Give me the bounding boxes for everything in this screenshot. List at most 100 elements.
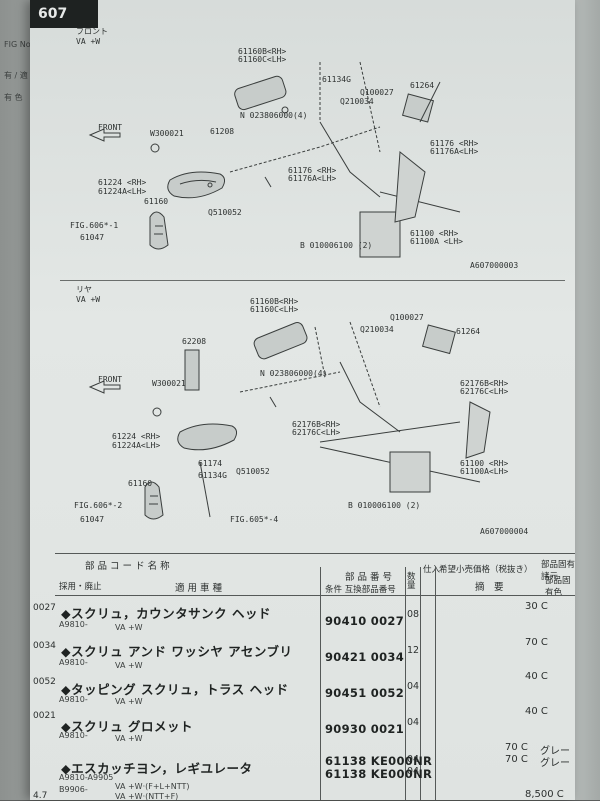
part-callout: Q100027 — [390, 313, 424, 322]
table-rule — [55, 553, 575, 554]
page-tab: 607 — [30, 0, 98, 28]
part-price: 70 C — [525, 637, 548, 648]
row-left-code: 0027 — [33, 603, 56, 613]
part-callout: B 010006100 (2) — [300, 241, 372, 250]
part-period: A9810- — [59, 620, 88, 629]
row-left-code: 0021 — [33, 711, 56, 721]
part-color: グレー — [540, 746, 570, 757]
part-callout: 62208 — [182, 337, 206, 346]
part-callout: 61176 <RH> — [430, 139, 478, 148]
part-callout: N 023806000(4) — [240, 111, 307, 120]
part-callout: 61208 — [210, 127, 234, 136]
part-callout: 61224 <RH> — [112, 432, 160, 441]
part-qty: 04 — [407, 754, 420, 765]
part-price: 70 C — [505, 742, 528, 753]
part-callout: 61100 <RH> — [460, 459, 508, 468]
rear-door-diagram: FRONT リヤ VA +W 61160B<RH> 61160C<LH> Q10… — [60, 282, 560, 544]
part-callout: 61160 — [128, 479, 152, 488]
part-callout: 62176C<LH> — [292, 428, 340, 437]
part-callout: W300021 — [150, 129, 184, 138]
part-applicable: VA +W·(NTT+F) — [115, 792, 179, 801]
header-buy: 仕入 — [423, 565, 441, 575]
part-qty: 04 — [407, 717, 420, 728]
part-callout: 61100 <RH> — [410, 229, 458, 238]
header-color2: 部品固有色 — [545, 576, 571, 598]
part-period: A9810- — [59, 731, 88, 740]
part-callout: 61224A<LH> — [112, 441, 160, 450]
header-qty: 数量 — [407, 572, 416, 591]
part-callout: 61174 — [198, 459, 222, 468]
part-price: 70 C — [505, 754, 528, 765]
part-callout: Q510052 — [236, 467, 270, 476]
part-period: A9810-A9905 — [59, 773, 114, 782]
part-callout: 61100A<LH> — [460, 467, 508, 476]
part-callout: 61160B<RH> — [238, 47, 286, 56]
header-color1: 部品固有諸元 — [541, 560, 576, 582]
part-callout: 61047 — [80, 233, 104, 242]
part-period: A9810- — [59, 658, 88, 667]
part-callout: 61264 — [456, 327, 480, 336]
part-callout: 61100A <LH> — [410, 237, 463, 246]
row-left-code: 0034 — [33, 641, 56, 651]
left-page-label: 有 色 — [4, 93, 23, 102]
row-left-code: 0052 — [33, 677, 56, 687]
part-qty: 08 — [407, 609, 420, 620]
part-name: ◆スクリュ グロメット — [61, 719, 193, 734]
part-name: ◆スクリュ アンド ワッシヤ アセンブリ — [61, 644, 293, 659]
header-part-no-sub: 条件 互換部品番号 — [325, 585, 396, 595]
part-callout: FIG.606*-1 — [70, 221, 118, 230]
part-number: 90930 0021 — [325, 722, 405, 736]
header-applicable: 適 用 車 種 — [175, 583, 223, 594]
part-period: A9810- — [59, 695, 88, 704]
part-number: 61138 KE000NR — [325, 767, 433, 781]
part-callout: 61176A<LH> — [430, 147, 478, 156]
part-number: 90410 0027 — [325, 614, 405, 628]
part-callout: 61134G — [198, 471, 227, 480]
part-applicable: VA +W — [115, 734, 143, 743]
part-price: 40 C — [525, 706, 548, 717]
part-callout: 61264 — [410, 81, 434, 90]
models-label: VA +W — [76, 295, 100, 304]
part-callout: 61160B<RH> — [250, 297, 298, 306]
part-callout: 61160C<LH> — [250, 305, 298, 314]
left-mark: 4.7 — [33, 791, 48, 801]
parts-table: 部 品 コ ー ド 名 称 採用・廃止 適 用 車 種 部 品 番 号 条件 互… — [33, 553, 576, 801]
table-rule — [435, 567, 436, 800]
front-arrow-icon — [88, 128, 121, 142]
header-summary: 摘 要 — [475, 582, 504, 593]
left-page-label: 有 / 適 — [4, 71, 28, 80]
part-applicable: VA +W — [115, 661, 143, 670]
catalog-page — [30, 0, 575, 800]
direction-label: リヤ — [76, 285, 92, 294]
part-callout: 62176B<RH> — [292, 420, 340, 429]
left-page-label: FIG No. — [4, 40, 33, 49]
rear-door-exploded-view: FRONT リヤ VA +W 61160B<RH> 61160C<LH> Q10… — [74, 285, 528, 536]
figure-id: A607000004 — [480, 527, 528, 536]
part-name: ◆スクリュ，カウンタサンク ヘッド — [61, 606, 271, 621]
table-rule — [420, 567, 421, 800]
part-callout: W300021 — [152, 379, 186, 388]
part-number: 61138 KE000NR — [325, 754, 433, 768]
part-callout: B 010006100 (2) — [348, 501, 420, 510]
part-qty: 04 — [407, 766, 420, 777]
part-callout: 61176A<LH> — [288, 174, 336, 183]
front-door-diagram: FRONT フロント VA +W 61160B<RH> 61160C<LH> 6… — [60, 22, 560, 280]
part-name: ◆エスカッチヨン，レギユレータ — [61, 761, 253, 776]
front-label: FRONT — [98, 123, 122, 132]
part-callout: 61176 <RH> — [288, 166, 336, 175]
part-applicable: VA +W — [115, 697, 143, 706]
figure-divider — [60, 280, 565, 281]
part-callout: 61134G — [322, 75, 351, 84]
front-arrow-icon — [88, 380, 121, 394]
part-callout: Q210034 — [340, 97, 374, 106]
part-callout: 61160 — [144, 197, 168, 206]
header-parts-code-name: 部 品 コ ー ド 名 称 — [85, 561, 170, 572]
direction-label: フロント — [76, 27, 108, 36]
part-qty: 04 — [407, 681, 420, 692]
part-callout: N 023806000(4) — [260, 369, 327, 378]
part-callout: Q210034 — [360, 325, 394, 334]
part-color: グレー — [540, 758, 570, 769]
header-part-no: 部 品 番 号 — [345, 572, 393, 583]
part-callout: 61047 — [80, 515, 104, 524]
part-price: 40 C — [525, 671, 548, 682]
